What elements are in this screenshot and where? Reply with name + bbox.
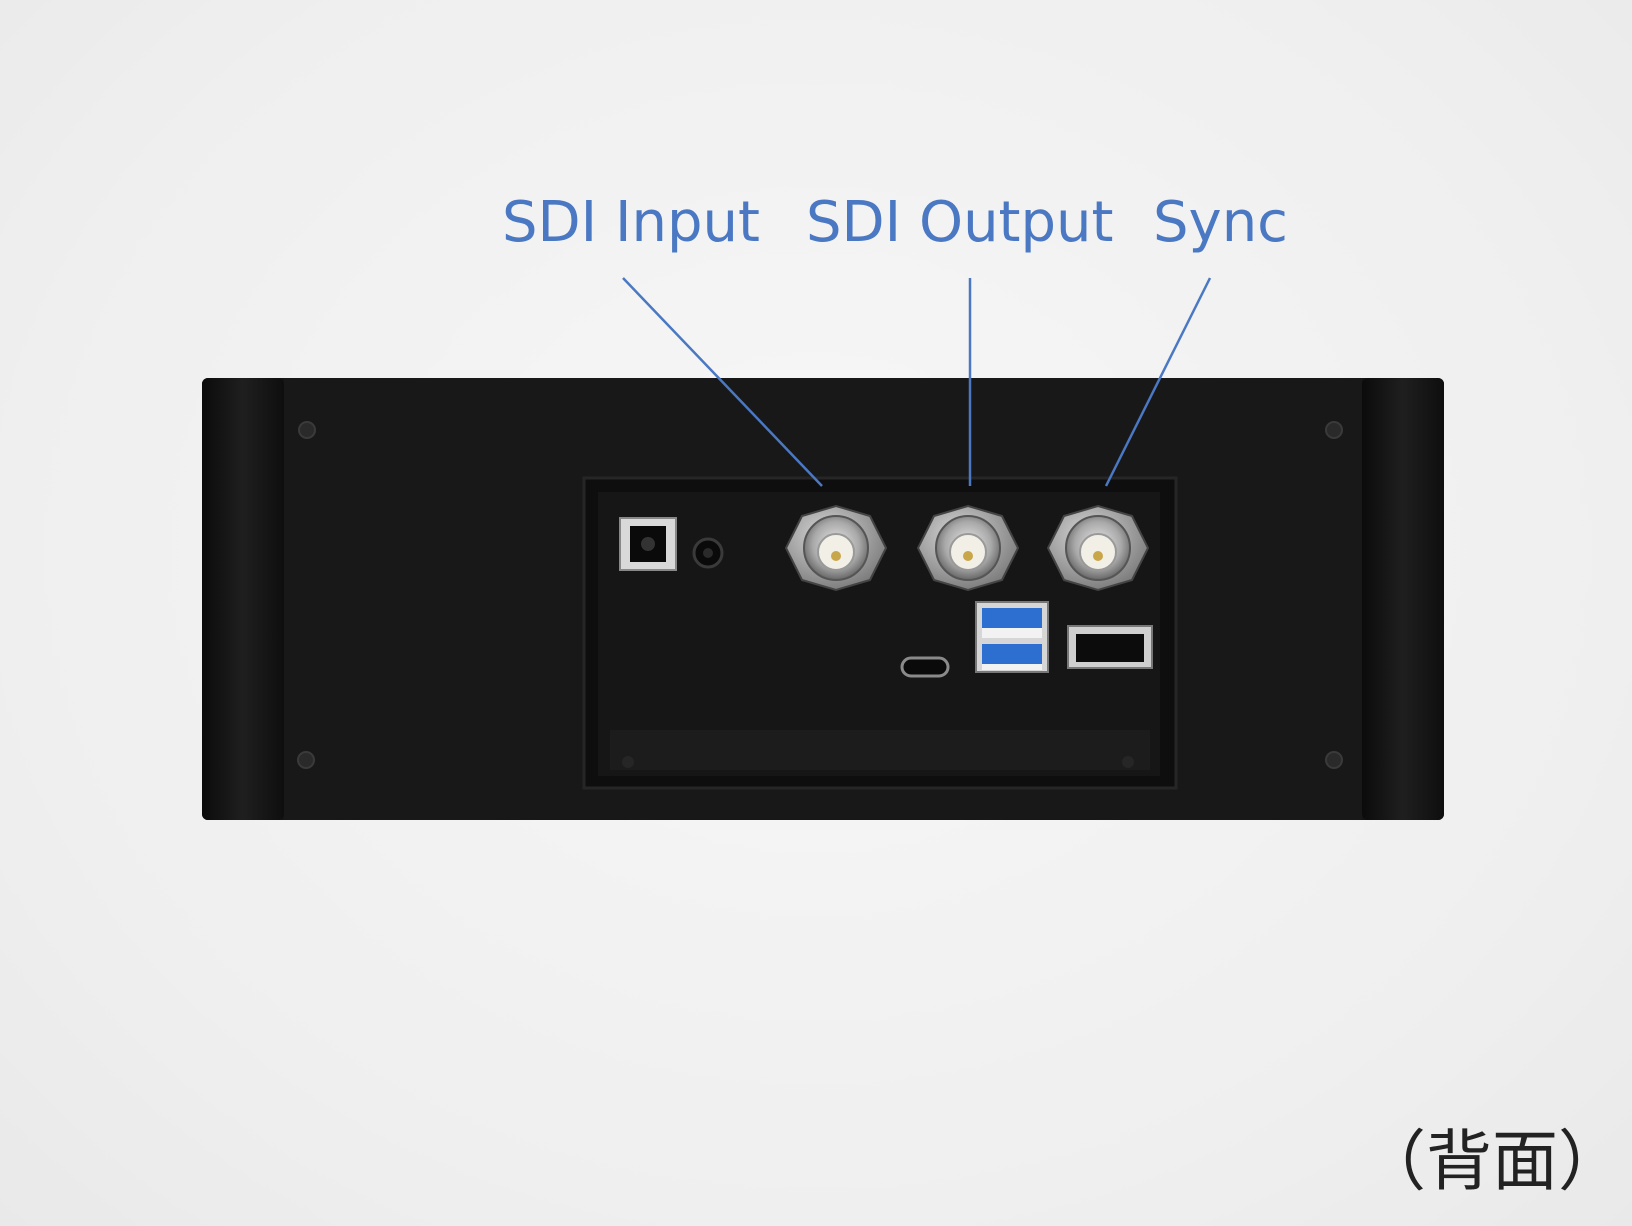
usb-a-ports xyxy=(975,601,1049,673)
callout-sdi-output: SDI Output xyxy=(806,190,1114,255)
usb-c-port xyxy=(900,656,950,678)
callout-sync: Sync xyxy=(1153,190,1288,255)
chassis-screws xyxy=(297,421,1343,769)
ethernet-port xyxy=(1067,625,1153,669)
callout-sdi-input: SDI Input xyxy=(502,190,760,255)
dc-power-jack xyxy=(619,517,677,571)
bnc-connector-sync xyxy=(1046,504,1150,592)
reset-button xyxy=(692,537,724,569)
bnc-connector-sdi-output xyxy=(916,504,1020,592)
callout-lines xyxy=(622,277,1212,487)
caption-rear-view: （背面） xyxy=(1360,1123,1624,1200)
bnc-connector-sdi-input xyxy=(784,504,888,592)
